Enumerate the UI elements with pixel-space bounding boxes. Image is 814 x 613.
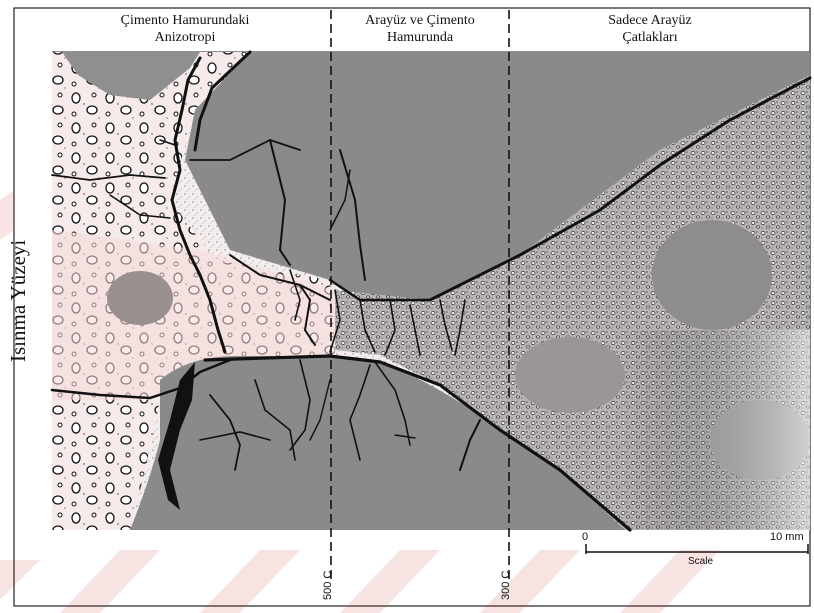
zone-2-title: Arayüz ve Çimento Hamurunda [345,12,495,46]
crack-lines [50,50,812,532]
heating-surface-label: Isınma Yüzeyi [6,239,30,362]
scale-start-label: 0 [582,531,589,543]
zone-1-title-line2: Anizotropi [154,30,216,45]
temp-label-500c: 500 C [322,570,334,600]
temp-label-300c: 300 C [500,570,512,600]
scale-bar [585,544,809,554]
zone-3-title: Sadece Arayüz Çatlakları [575,12,725,46]
watermark-stripes [0,190,720,613]
zone-1-title-line1: Çimento Hamurundaki [120,13,250,28]
zone-2-title-line1: Arayüz ve Çimento [365,13,475,28]
zone-3-title-line1: Sadece Arayüz [608,13,692,28]
scale-end-label: 10 mm [770,531,804,543]
specimen-section [52,52,810,530]
zone-3-title-line2: Çatlakları [622,30,678,45]
zone-1-title: Çimento Hamurundaki Anizotropi [110,12,260,46]
zone-2-title-line2: Hamurunda [386,30,454,45]
scale-caption: Scale [688,556,714,567]
